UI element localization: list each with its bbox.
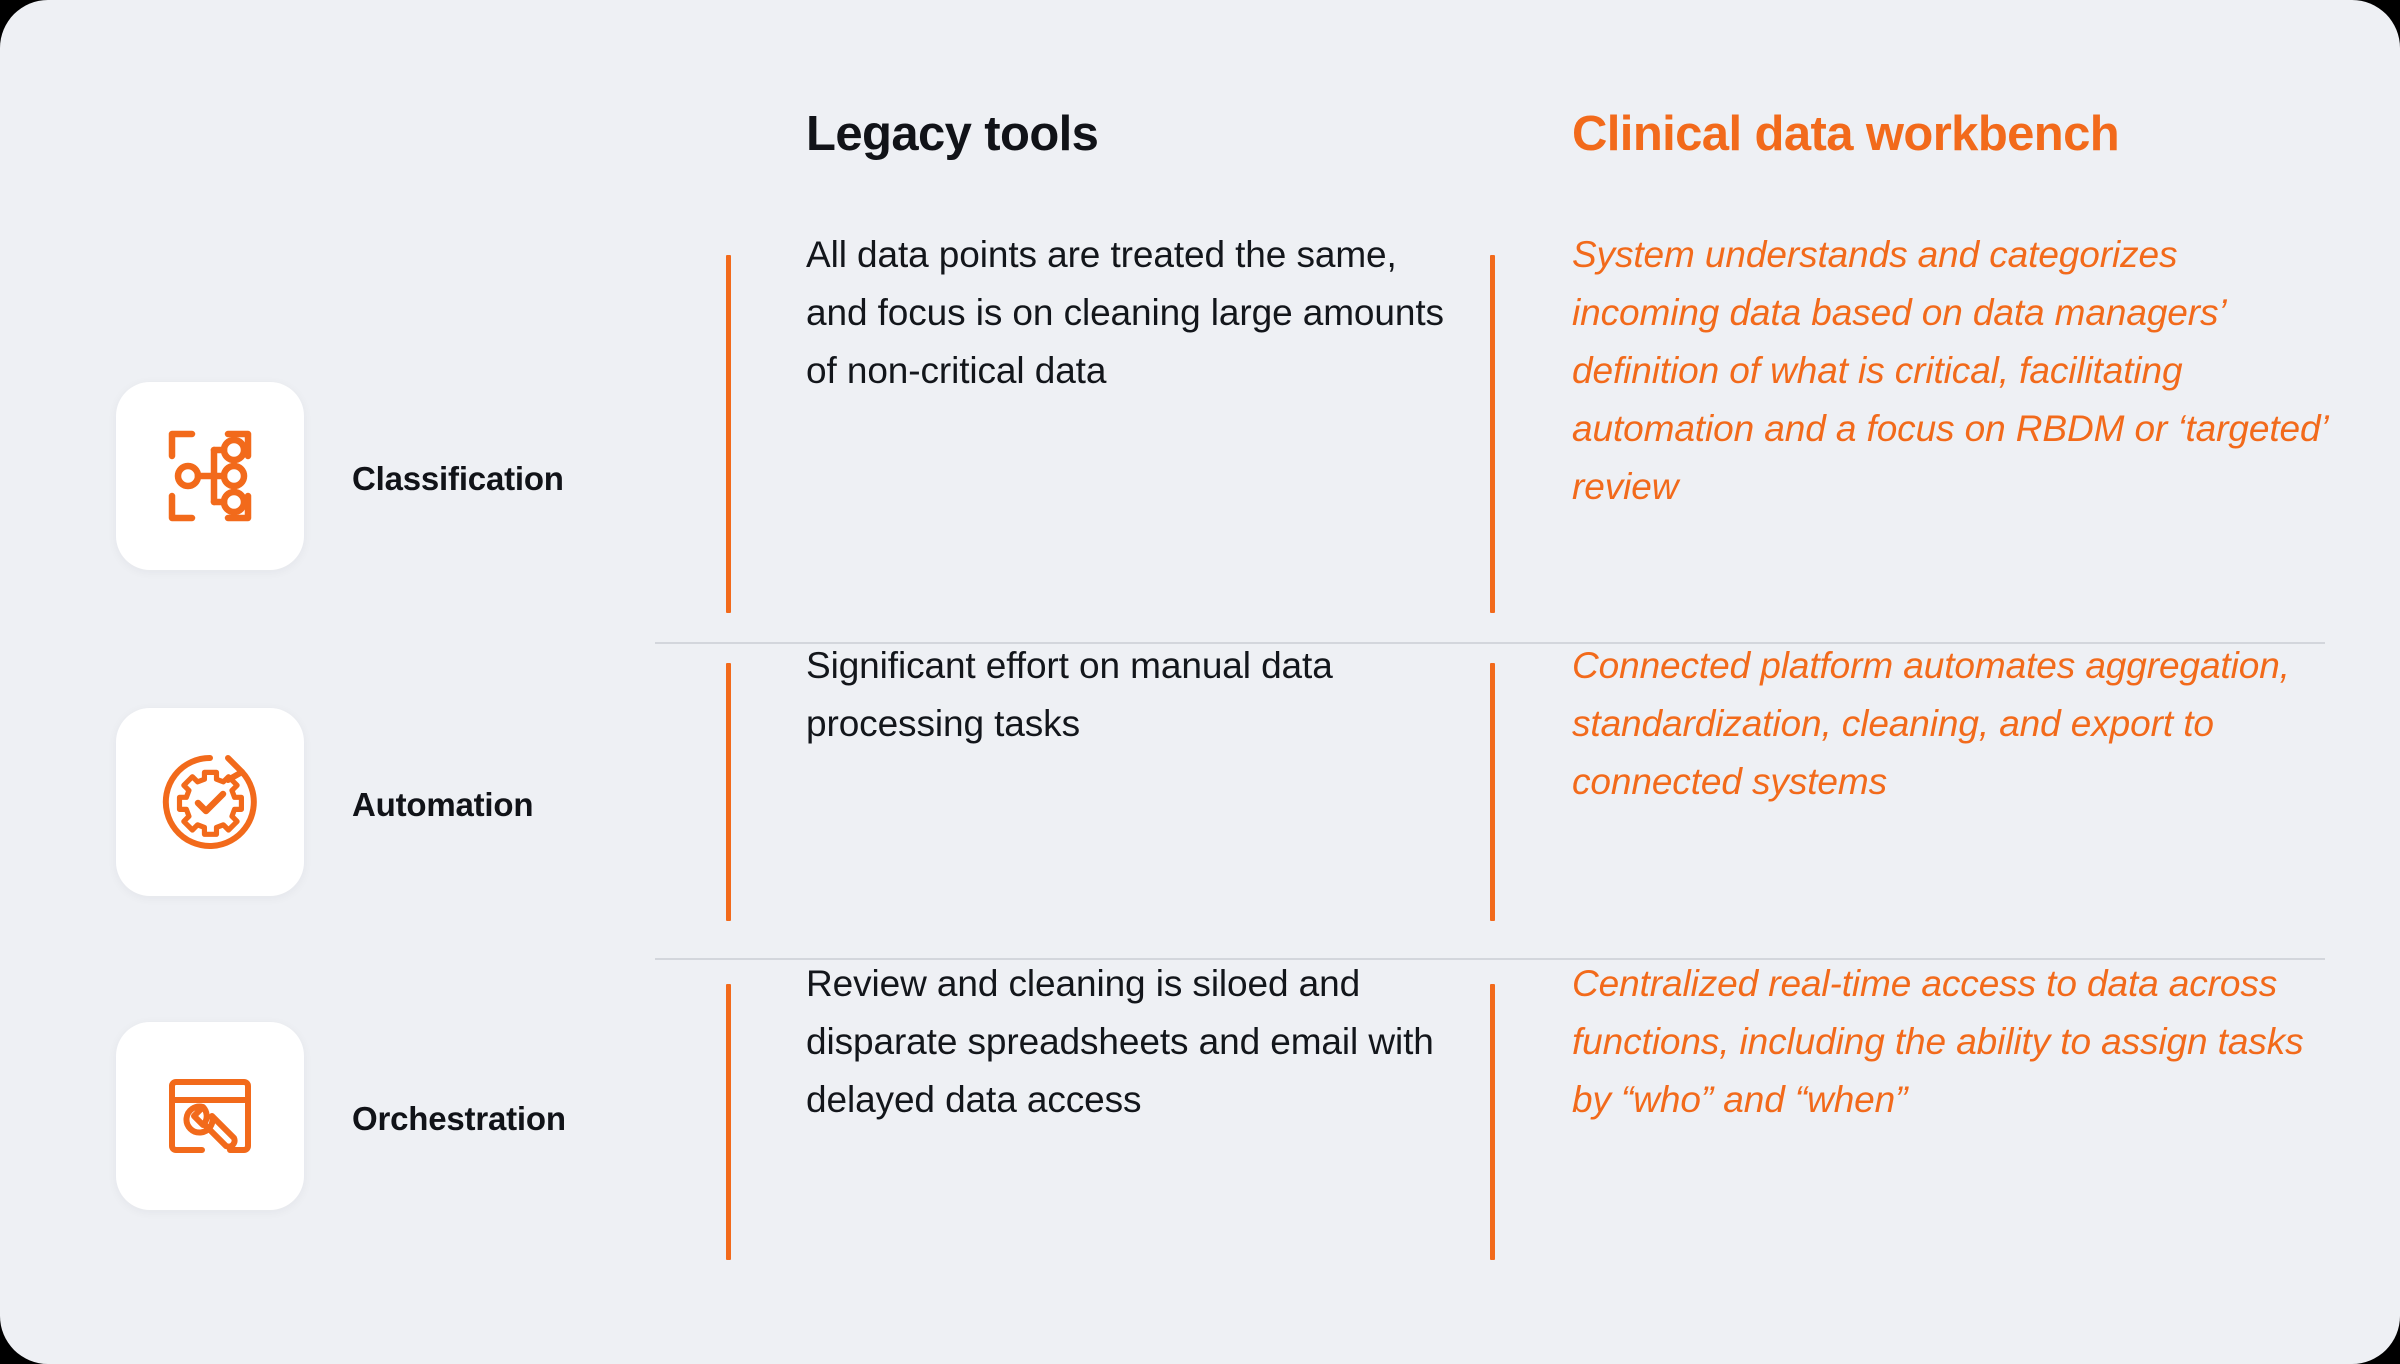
row-accent-bar-right [1490,663,1495,921]
column-headers: Legacy tools Clinical data workbench [0,0,2400,230]
orchestration-window-wrench-icon [158,1064,262,1168]
table-row: Classification All data points are treat… [0,230,2400,640]
row-accent-bar-left [726,255,731,613]
column-header-legacy-tools: Legacy tools [806,107,1099,161]
cell-workbench-orchestration: Centralized real-time access to data acr… [1572,963,2304,1120]
row-divider [655,958,2325,960]
classification-nodes-icon [158,424,262,528]
row-label-orchestration: Orchestration [352,1100,566,1137]
row-label-classification: Classification [352,460,564,497]
table-row: Automation Significant effort on manual … [0,645,2400,957]
row-accent-bar-right [1490,984,1495,1260]
icon-tile-orchestration [116,1022,304,1210]
automation-gear-refresh-icon [158,750,262,854]
icon-tile-automation [116,708,304,896]
row-label-automation: Automation [352,786,534,823]
column-header-clinical-data-workbench: Clinical data workbench [1572,107,2120,161]
cell-workbench-classification: System understands and categorizes incom… [1572,234,2327,507]
row-divider [655,642,2325,644]
row-accent-bar-left [726,984,731,1260]
icon-tile-classification [116,382,304,570]
table-row: Orchestration Review and cleaning is sil… [0,962,2400,1292]
cell-workbench-automation: Connected platform automates aggregation… [1572,645,2290,802]
row-accent-bar-left [726,663,731,921]
row-accent-bar-right [1490,255,1495,613]
cell-legacy-classification: All data points are treated the same, an… [806,234,1444,391]
cell-legacy-automation: Significant effort on manual data proces… [806,645,1333,744]
cell-legacy-orchestration: Review and cleaning is siloed and dispar… [806,963,1434,1120]
